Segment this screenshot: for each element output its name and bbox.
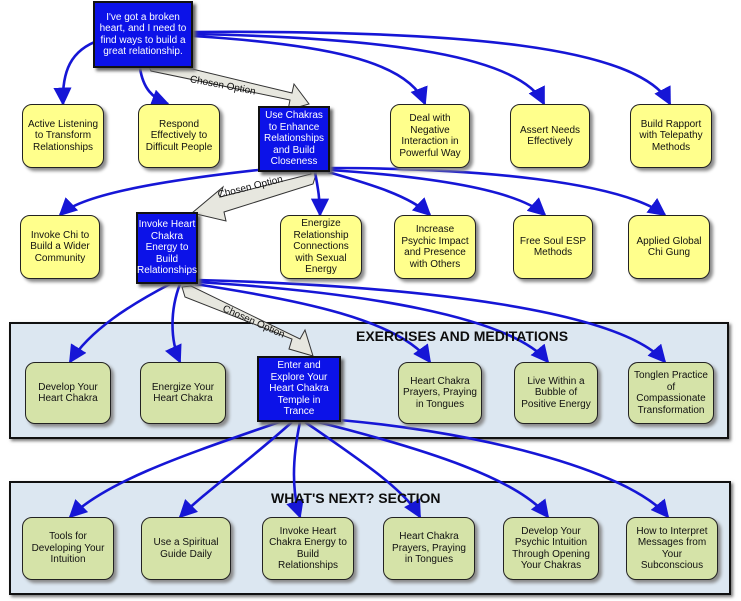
chosen-label: Enter and Explore Your Heart Chakra Temp…: [269, 360, 329, 418]
option-label: Deal with Negative Interaction in Powerf…: [399, 113, 461, 159]
exercise-energize-heart-chakra[interactable]: Energize Your Heart Chakra: [140, 362, 226, 424]
exercise-label: Heart Chakra Prayers, Praying in Tongues: [403, 375, 477, 410]
next-label: Heart Chakra Prayers, Praying in Tongues: [392, 531, 466, 566]
chosen-heart-chakra-temple[interactable]: Enter and Explore Your Heart Chakra Temp…: [257, 356, 341, 422]
option-label: Build Rapport with Telepathy Methods: [639, 118, 703, 153]
option-label: Invoke Chi to Build a Wider Community: [30, 229, 90, 264]
option-build-rapport[interactable]: Build Rapport with Telepathy Methods: [630, 104, 712, 168]
option-active-listening[interactable]: Active Listening to Transform Relationsh…: [22, 104, 104, 168]
option-free-soul-esp[interactable]: Free Soul ESP Methods: [513, 215, 593, 279]
option-label: Respond Effectively to Difficult People: [145, 118, 213, 153]
exercise-develop-heart-chakra[interactable]: Develop Your Heart Chakra: [25, 362, 111, 424]
option-assert-needs[interactable]: Assert Needs Effectively: [510, 104, 590, 168]
next-interpret-messages[interactable]: How to Interpret Messages from Your Subc…: [626, 517, 718, 580]
option-deal-with-negative[interactable]: Deal with Negative Interaction in Powerf…: [390, 104, 470, 168]
next-invoke-heart-chakra[interactable]: Invoke Heart Chakra Energy to Build Rela…: [262, 517, 354, 580]
next-label: How to Interpret Messages from Your Subc…: [636, 525, 708, 572]
next-label: Invoke Heart Chakra Energy to Build Rela…: [269, 525, 347, 572]
connector-root-to-deal-with-negative: [192, 34, 428, 106]
option-applied-global-chi-gung[interactable]: Applied Global Chi Gung: [628, 215, 710, 279]
connector-chakras-to-free-soul: [329, 168, 547, 217]
next-spiritual-guide[interactable]: Use a Spiritual Guide Daily: [141, 517, 231, 580]
root-question-box[interactable]: I've got a broken heart, and I need to f…: [93, 1, 193, 68]
option-label: Free Soul ESP Methods: [519, 235, 587, 259]
exercise-label: Tonglen Practice of Compassionate Transf…: [634, 370, 708, 416]
connector-chakras-to-applied-global: [329, 166, 667, 217]
exercise-heart-chakra-prayers[interactable]: Heart Chakra Prayers, Praying in Tongues: [398, 362, 482, 424]
connector-chakras-to-energize-relationship: [310, 171, 330, 217]
option-energize-relationship[interactable]: Energize Relationship Connections with S…: [280, 215, 362, 279]
chosen-invoke-heart-chakra[interactable]: Invoke Heart Chakra Energy to Build Rela…: [136, 212, 198, 284]
chosen-label: Invoke Heart Chakra Energy to Build Rela…: [136, 219, 198, 277]
exercise-label: Develop Your Heart Chakra: [38, 381, 98, 405]
whats-next-panel-title: WHAT'S NEXT? SECTION: [271, 490, 441, 506]
exercise-bubble-positive-energy[interactable]: Live Within a Bubble of Positive Energy: [514, 362, 598, 424]
chosen-option-label-2: Chosen Option: [216, 174, 285, 201]
exercise-label: Energize Your Heart Chakra: [151, 381, 215, 405]
option-increase-psychic[interactable]: Increase Psychic Impact and Presence wit…: [394, 215, 476, 279]
option-label: Assert Needs Effectively: [519, 124, 581, 148]
option-invoke-chi[interactable]: Invoke Chi to Build a Wider Community: [20, 215, 100, 279]
next-label: Use a Spiritual Guide Daily: [153, 537, 219, 560]
connector-root-to-respond-effectively: [138, 67, 170, 107]
chosen-option-arrow-2: [190, 163, 318, 222]
next-heart-chakra-prayers[interactable]: Heart Chakra Prayers, Praying in Tongues: [383, 517, 475, 580]
option-label: Active Listening to Transform Relationsh…: [27, 118, 99, 153]
connector-chakras-to-increase-psychic: [327, 170, 432, 217]
next-develop-psychic-intuition[interactable]: Develop Your Psychic Intuition Through O…: [503, 517, 599, 580]
chosen-option-label-1: Chosen Option: [188, 74, 257, 98]
option-label: Applied Global Chi Gung: [636, 235, 702, 259]
root-question-label: I've got a broken heart, and I need to f…: [99, 11, 187, 58]
option-label: Increase Psychic Impact and Presence wit…: [401, 224, 469, 270]
exercises-panel-title: EXERCISES AND MEDITATIONS: [356, 328, 569, 344]
next-tools-intuition[interactable]: Tools for Developing Your Intuition: [22, 517, 114, 580]
exercise-label: Live Within a Bubble of Positive Energy: [521, 375, 591, 410]
chosen-use-chakras[interactable]: Use Chakras to Enhance Relationships and…: [258, 106, 330, 172]
connector-root-to-build-rapport: [192, 30, 672, 106]
option-label: Energize Relationship Connections with S…: [293, 218, 349, 276]
exercise-tonglen-practice[interactable]: Tonglen Practice of Compassionate Transf…: [628, 362, 714, 424]
chosen-label: Use Chakras to Enhance Relationships and…: [263, 110, 325, 168]
option-respond-effectively[interactable]: Respond Effectively to Difficult People: [138, 104, 220, 168]
next-label: Develop Your Psychic Intuition Through O…: [512, 525, 590, 572]
next-label: Tools for Developing Your Intuition: [31, 531, 105, 566]
